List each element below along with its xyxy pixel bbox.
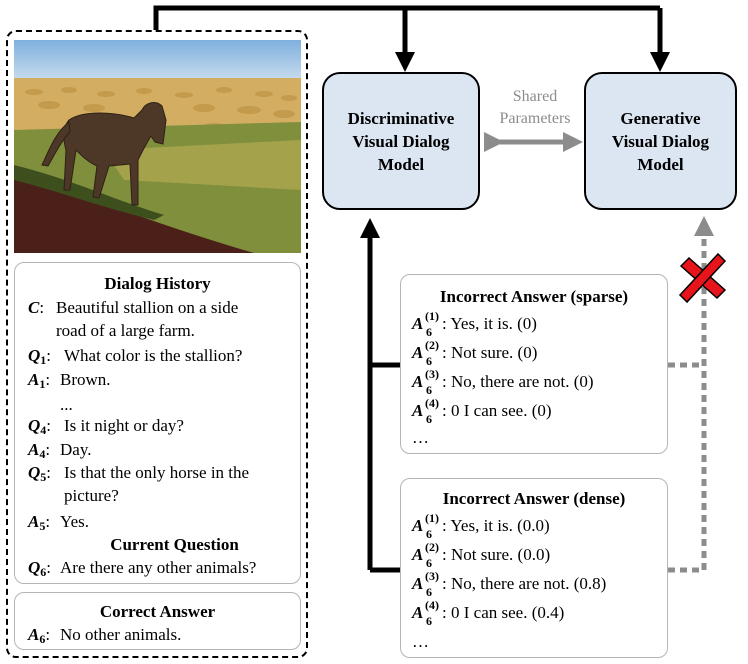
turn-q4: Q4: bbox=[28, 416, 52, 437]
sparse-answer-1: A(1)6: Yes, it is. (0) bbox=[412, 309, 537, 339]
caption-line-1: Beautiful stallion on a side bbox=[56, 298, 239, 317]
incorrect-dense-title: Incorrect Answer (dense) bbox=[442, 489, 626, 508]
dialog-panel bbox=[6, 30, 308, 658]
turn-a5-text: Yes. bbox=[60, 512, 89, 531]
correct-answer-text: No other animals. bbox=[60, 625, 182, 644]
top-feed-line bbox=[153, 5, 660, 30]
shared-parameters-label: Shared Parameters bbox=[499, 88, 571, 127]
caption-line-2: road of a large farm. bbox=[56, 321, 195, 340]
dense-answer-1: A(1)6: Yes, it is. (0.0) bbox=[412, 511, 550, 541]
turn-q4-text: Is it night or day? bbox=[64, 416, 184, 435]
discriminative-line-1: Discriminative bbox=[347, 108, 455, 128]
generative-line-3: Model bbox=[637, 154, 684, 174]
generative-line-1: Generative bbox=[620, 108, 701, 128]
current-question: Q6: bbox=[28, 558, 52, 579]
dense-answer-3: A(3)6: No, there are not. (0.8) bbox=[412, 569, 607, 599]
current-question-title: Current Question bbox=[110, 535, 239, 554]
dialog-history-title: Dialog History bbox=[104, 274, 211, 293]
generative-line-2: Visual Dialog bbox=[611, 131, 710, 151]
turn-ellipsis: ... bbox=[60, 395, 73, 414]
correct-answer-symbol: A6: bbox=[28, 625, 51, 646]
turn-a1: A1: bbox=[28, 370, 51, 391]
turn-q5-text-2: picture? bbox=[64, 486, 119, 505]
correct-answer-box bbox=[14, 592, 301, 650]
sparse-answer-2: A(2)6: Not sure. (0) bbox=[412, 338, 538, 368]
turn-q5-text-1: Is that the only horse in the bbox=[64, 463, 250, 482]
incorrect-sparse-title: Incorrect Answer (sparse) bbox=[439, 287, 629, 306]
dense-answer-2: A(2)6: Not sure. (0.0) bbox=[412, 540, 551, 570]
dense-answer-4: A(4)6: 0 I can see. (0.4) bbox=[412, 598, 565, 628]
horse-photo bbox=[14, 40, 301, 253]
sparse-answer-4: A(4)6: 0 I can see. (0) bbox=[412, 396, 552, 426]
red-cross-icon bbox=[678, 252, 727, 304]
dense-ellipsis: … bbox=[412, 632, 429, 651]
sparse-answer-3: A(3)6: No, there are not. (0) bbox=[412, 367, 594, 397]
turn-a4-text: Day. bbox=[60, 440, 92, 459]
discriminative-line-2: Visual Dialog bbox=[352, 131, 450, 151]
horse-shape bbox=[41, 102, 167, 206]
turn-q1: Q1: bbox=[28, 346, 52, 367]
discriminative-model-box: Discriminative Visual Dialog Model bbox=[322, 72, 480, 210]
turn-q1-text: What color is the stallion? bbox=[64, 346, 243, 365]
caption-symbol: C: bbox=[28, 298, 45, 317]
sparse-ellipsis: … bbox=[412, 428, 429, 447]
turn-q5: Q5: bbox=[28, 463, 52, 484]
incorrect-sparse-box bbox=[400, 274, 668, 454]
discriminative-line-3: Model bbox=[377, 154, 425, 174]
generative-model-box: Generative Visual Dialog Model bbox=[584, 72, 737, 210]
turn-a4: A4: bbox=[28, 440, 51, 461]
turn-a5: A5: bbox=[28, 512, 51, 533]
correct-answer-title: Correct Answer bbox=[99, 602, 216, 621]
dialog-history-box bbox=[14, 262, 301, 584]
incorrect-dense-box bbox=[400, 478, 668, 658]
turn-a1-text: Brown. bbox=[60, 370, 111, 389]
current-question-text: Are there any other animals? bbox=[60, 558, 257, 577]
